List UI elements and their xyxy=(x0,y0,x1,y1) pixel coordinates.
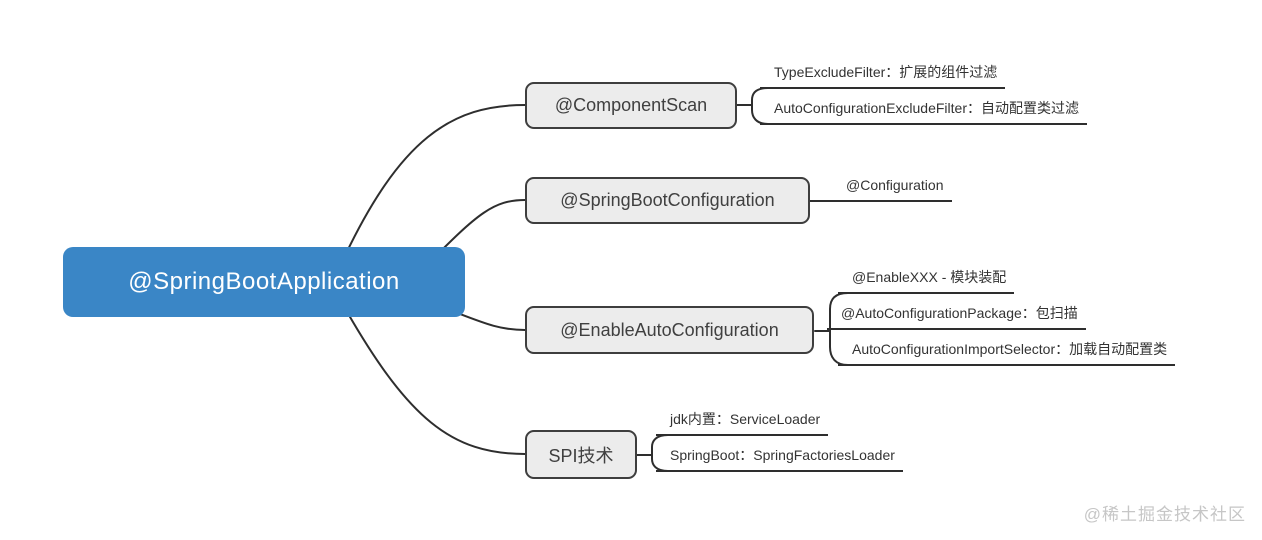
leaf-configuration: @Configuration xyxy=(828,175,952,202)
root-node-springbootapplication: @SpringBootApplication xyxy=(63,247,465,317)
branch-node-springbootconfiguration: @SpringBootConfiguration xyxy=(525,177,810,224)
leaf-autoconfigurationimportselector: AutoConfigurationImportSelector：加载自动配置类 xyxy=(838,339,1176,366)
connector-root-to-componentscan xyxy=(341,104,526,263)
branch-node-spi: SPI技术 xyxy=(525,430,637,479)
leaf-autoconfigurationpackage: @AutoConfigurationPackage：包扫描 xyxy=(827,303,1086,330)
leaf-jdk-serviceloader: jdk内置：ServiceLoader xyxy=(656,409,829,436)
juejin-watermark: @稀土掘金技术社区 xyxy=(1083,505,1246,524)
leaf-autoconfigurationexcludefilter: AutoConfigurationExcludeFilter：自动配置类过滤 xyxy=(760,98,1087,125)
leaf-springfactoriesloader: SpringBoot：SpringFactoriesLoader xyxy=(656,445,903,472)
leaf-enablexxx: @EnableXXX - 模块装配 xyxy=(838,267,1015,294)
connector-componentscan-bracket xyxy=(751,87,769,125)
branch-node-enableautoconfiguration: @EnableAutoConfiguration xyxy=(525,306,814,354)
connector-spi-bracket xyxy=(651,434,669,472)
connector-root-to-spi xyxy=(341,302,526,455)
branch-node-componentscan: @ComponentScan xyxy=(525,82,737,129)
leaf-typeexcludefilter: TypeExcludeFilter：扩展的组件过滤 xyxy=(760,62,1006,89)
